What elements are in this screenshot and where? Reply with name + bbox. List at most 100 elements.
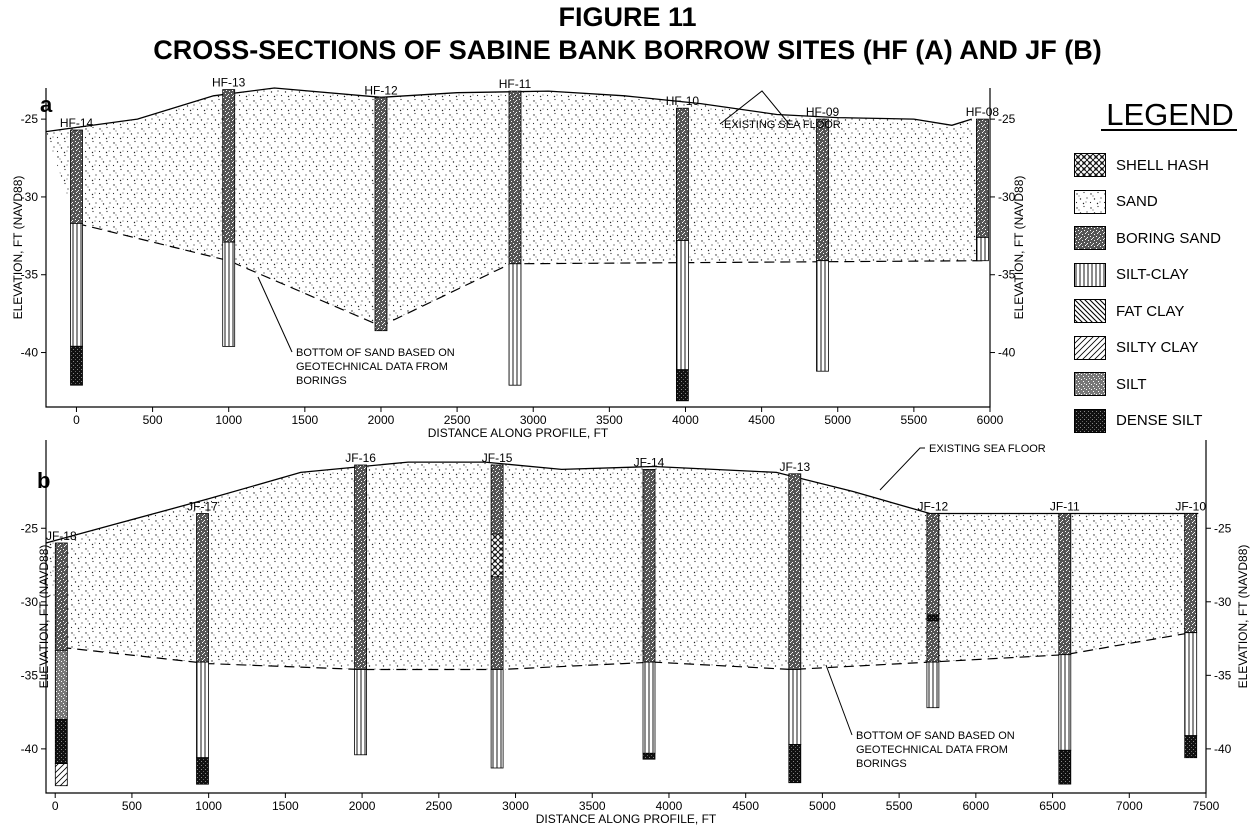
sand-bottom-label: GEOTECHNICAL DATA FROM <box>856 744 1008 756</box>
boring-layer-boring <box>1058 513 1072 656</box>
y-tick-label: -25 <box>21 112 39 126</box>
y-tick-label: -40 <box>21 346 39 360</box>
sand-bottom-label: BOTTOM OF SAND BASED ON <box>856 730 1015 742</box>
x-tick-label: 5500 <box>886 799 913 813</box>
figure-subtitle: CROSS-SECTIONS OF SABINE BANK BORROW SIT… <box>153 35 1102 65</box>
legend-label: BORING SAND <box>1116 229 1222 247</box>
boring-layer-siltclay <box>222 241 236 347</box>
sea-floor-leader <box>879 447 925 491</box>
boring-jf-13: JF-13 <box>779 460 810 784</box>
legend-item-siltyclay: SILTY CLAY <box>1074 335 1199 360</box>
sand-bottom-label: GEOTECHNICAL DATA FROM <box>296 361 448 373</box>
boring-layer-boring <box>926 513 940 616</box>
y-tick-label-right: -35 <box>1214 668 1232 682</box>
legend-swatch-shell <box>1074 153 1106 177</box>
x-axis-label: DISTANCE ALONG PROFILE, FT <box>428 426 609 440</box>
y-tick-label-right: -25 <box>1214 521 1232 535</box>
x-tick-label: 4000 <box>672 413 699 427</box>
boring-layer-siltclay <box>1058 654 1072 751</box>
y-tick-label-right: -40 <box>1214 742 1232 756</box>
sand-body <box>46 462 1199 670</box>
boring-label: HF-14 <box>60 116 94 130</box>
boring-layer-siltclay <box>354 669 368 756</box>
legend-item-boring: BORING SAND <box>1074 226 1221 250</box>
x-tick-label: 1500 <box>272 799 299 813</box>
boring-layer-siltclay <box>816 260 829 372</box>
x-tick-label: 2000 <box>349 799 376 813</box>
x-tick-label: 6000 <box>962 799 989 813</box>
x-tick-label: 5000 <box>824 413 851 427</box>
sea-floor-label: EXISTING SEA FLOOR <box>724 119 841 131</box>
legend-swatch-boring <box>1074 226 1106 250</box>
x-tick-label: 0 <box>73 413 80 427</box>
boring-layer-siltclay <box>676 240 689 371</box>
y-axis-label: ELEVATION, FT (NAVD88) <box>37 545 51 689</box>
legend-swatch-fatclay <box>1074 299 1106 323</box>
x-tick-label: 6500 <box>1039 799 1066 813</box>
legend-swatch-sand <box>1074 189 1106 214</box>
boring-label: HF-11 <box>499 77 532 91</box>
boring-hf-10: HF-10 <box>666 94 699 402</box>
boring-layer-dense <box>1058 749 1072 785</box>
boring-layer-silt <box>54 649 68 720</box>
boring-layer-boring <box>976 118 989 238</box>
x-tick-label: 4000 <box>656 799 683 813</box>
y-tick-label: -40 <box>21 742 39 756</box>
boring-layer-boring <box>642 468 656 663</box>
boring-layer-siltclay <box>508 263 522 386</box>
boring-jf-11: JF-11 <box>1050 500 1080 785</box>
legend-item-shell: SHELL HASH <box>1074 153 1209 177</box>
x-tick-label: 0 <box>52 799 59 813</box>
legend-item-sand: SAND <box>1074 189 1158 214</box>
boring-hf-09: HF-09 <box>806 105 839 372</box>
boring-layer-boring <box>374 96 388 332</box>
legend-swatch-dense <box>1074 408 1106 433</box>
sand-bottom-leader <box>257 276 293 353</box>
panel-letter: a <box>40 92 53 117</box>
boring-layer-siltclay <box>976 236 989 262</box>
x-tick-label: 4500 <box>748 413 775 427</box>
boring-layer-boring <box>926 620 940 663</box>
x-tick-label: 1500 <box>291 413 318 427</box>
boring-layer-dense <box>70 345 83 386</box>
boring-label: JF-18 <box>46 529 77 543</box>
plot-frame <box>45 88 991 408</box>
boring-label: HF-13 <box>212 76 246 90</box>
boring-layer-boring <box>490 576 504 670</box>
x-tick-label: 1000 <box>215 413 242 427</box>
boring-layer-siltclay <box>490 669 504 769</box>
boring-jf-17: JF-17 <box>187 500 218 785</box>
boring-layer-boring <box>676 107 689 241</box>
boring-jf-14: JF-14 <box>634 455 665 760</box>
boring-jf-18: JF-18 <box>46 529 77 787</box>
x-tick-label: 500 <box>122 799 142 813</box>
x-tick-label: 4500 <box>732 799 759 813</box>
x-tick-label: 3500 <box>579 799 606 813</box>
boring-hf-08: HF-08 <box>966 105 1000 262</box>
boring-layer-dense <box>926 614 940 622</box>
sand-bottom-label: BORINGS <box>856 758 907 770</box>
y-tick-label: -35 <box>21 668 39 682</box>
boring-layer-dense <box>54 719 68 764</box>
boring-label: JF-13 <box>779 460 810 474</box>
x-tick-label: 3000 <box>502 799 529 813</box>
boring-layer-boring <box>196 513 209 663</box>
x-tick-label: 5000 <box>809 799 836 813</box>
boring-label: HF-08 <box>966 105 1000 119</box>
legend-swatch-siltyclay <box>1074 335 1106 360</box>
legend-item-siltclay: SILT-CLAY <box>1074 262 1189 287</box>
sand-bottom-label: BOTTOM OF SAND BASED ON <box>296 347 455 359</box>
boring-layer-siltclay <box>788 669 802 745</box>
sand-bottom-label: BORINGS <box>296 375 347 387</box>
boring-jf-10: JF-10 <box>1175 500 1206 759</box>
y-tick-label-right: -30 <box>1214 595 1232 609</box>
boring-hf-14: HF-14 <box>60 116 94 386</box>
boring-layer-boring <box>490 464 504 535</box>
boring-layer-dense <box>1184 735 1198 759</box>
x-tick-label: 1000 <box>195 799 222 813</box>
legend-title: LEGEND <box>1106 97 1233 132</box>
boring-hf-11: HF-11 <box>499 77 532 386</box>
